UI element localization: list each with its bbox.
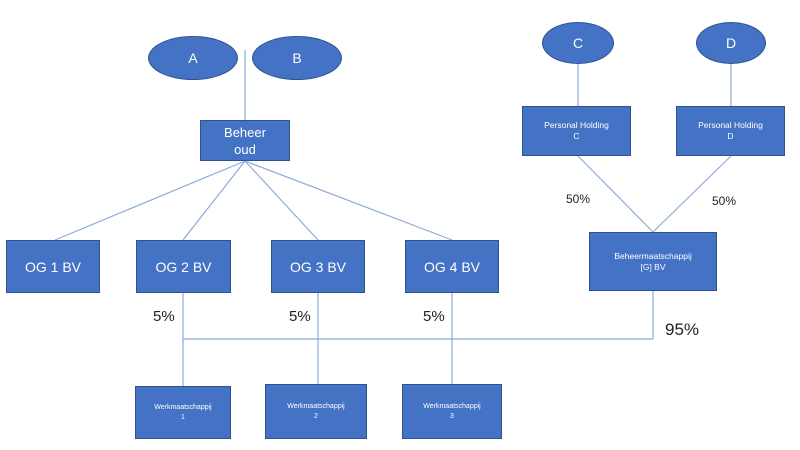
- og3-box: OG 3 BV: [271, 240, 365, 293]
- werkmaatschappij-3-box: Werkmaatschappij 3: [402, 384, 502, 439]
- beheer-oud-line2: oud: [234, 141, 256, 157]
- share-label-g: 95%: [665, 320, 700, 339]
- personal-holding-c-line2: C: [573, 131, 580, 141]
- beheer-oud-line1: Beheer: [224, 124, 266, 140]
- personal-holding-d-box: Personal Holding D: [676, 106, 785, 156]
- og4-box: OG 4 BV: [405, 240, 499, 293]
- og1-box: OG 1 BV: [6, 240, 100, 293]
- personal-holding-c-line1: Personal Holding: [544, 120, 609, 130]
- beheermaatschappij-line2: [G] BV: [640, 261, 666, 272]
- werkmaatschappij-3-line2: 3: [450, 412, 454, 420]
- werkmaatschappij-2-line2: 2: [314, 412, 318, 420]
- share-label-og4: 5%: [423, 308, 445, 325]
- werkmaatschappij-2-box: Werkmaatschappij 2: [265, 384, 367, 439]
- share-label-og2: 5%: [153, 308, 175, 325]
- werkmaatschappij-1-box: Werkmaatschappij 1: [135, 386, 231, 439]
- connector-beheer-og4: [244, 160, 453, 241]
- werkmaatschappij-2-line1: Werkmaatschappij: [287, 402, 345, 410]
- person-b: B: [252, 36, 342, 80]
- share-label-c: 50%: [566, 192, 591, 206]
- connector-beheer-og3: [244, 160, 319, 241]
- connector-beheer-og2: [182, 160, 246, 241]
- personal-holding-c-box: Personal Holding C: [522, 106, 631, 156]
- beheer-oud-box: Beheer oud: [200, 120, 290, 161]
- beheermaatschappij-box: Beheermaatschappij [G] BV: [589, 232, 717, 291]
- share-label-og3: 5%: [289, 308, 311, 325]
- werkmaatschappij-1-line1: Werkmaatschappij: [154, 403, 212, 411]
- connector-holdingc-g: [577, 155, 654, 233]
- beheermaatschappij-line1: Beheermaatschappij: [614, 250, 692, 261]
- person-a: A: [148, 36, 238, 80]
- werkmaatschappij-3-line1: Werkmaatschappij: [423, 402, 481, 410]
- share-label-d: 50%: [712, 194, 737, 208]
- og2-box: OG 2 BV: [136, 240, 231, 293]
- werkmaatschappij-1-line2: 1: [181, 413, 185, 421]
- connector-holdingd-g: [652, 155, 732, 233]
- personal-holding-d-line2: D: [727, 131, 734, 141]
- person-c: C: [542, 22, 614, 64]
- personal-holding-d-line1: Personal Holding: [698, 120, 763, 130]
- connector-beheer-og1: [54, 160, 246, 241]
- person-d: D: [696, 22, 766, 64]
